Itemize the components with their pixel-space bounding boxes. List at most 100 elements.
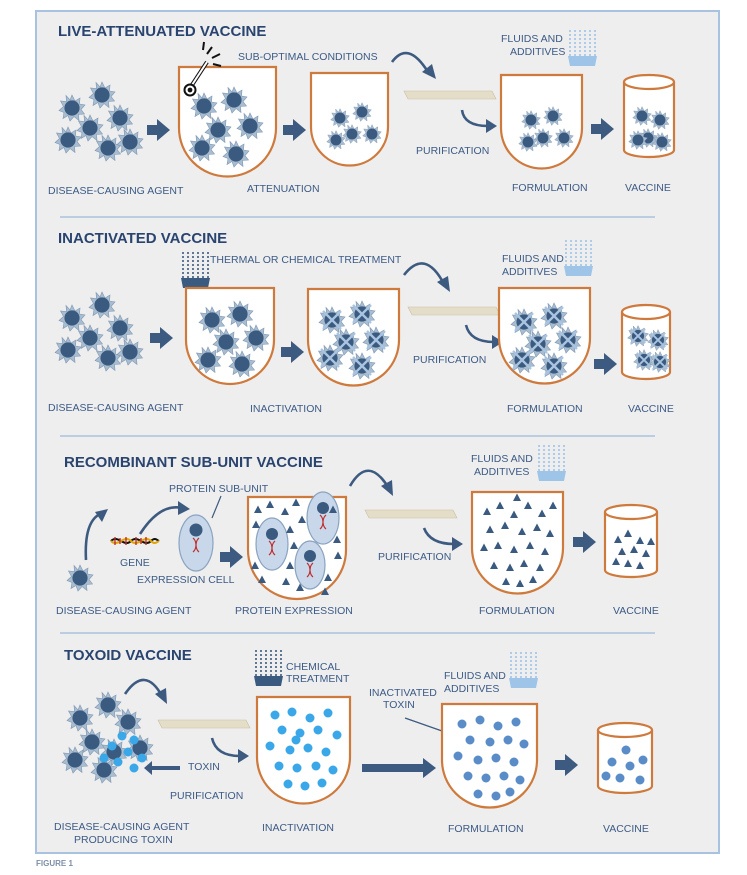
vaccine-vial [603,503,659,579]
curved-arrow-head [178,501,190,515]
label-purification: PURIFICATION [413,354,486,366]
label-protein-subunit: PROTEIN SUB-UNIT [169,483,269,495]
curved-arrow [422,527,455,546]
toxin-particles [265,707,342,791]
formulation-vessel [499,73,584,170]
curved-arrow [123,678,164,697]
vaccine-vial [622,73,676,159]
label-vaccine: VACCINE [625,182,671,194]
arrow-right [283,119,306,141]
section-title: INACTIVATED VACCINE [58,230,227,247]
purification-tray [364,509,458,519]
label-purification: PURIFICATION [378,551,451,563]
arrow-right [147,119,170,141]
expression-cell [178,514,214,572]
curved-arrow [84,512,101,561]
label-toxin-2: TOXIN [383,699,415,711]
label-vaccine: VACCINE [613,605,659,617]
formulation-vessel [440,702,539,809]
curved-arrow [464,324,495,344]
curved-arrow [390,51,430,73]
label-inactivation: INACTIVATION [262,822,334,834]
arrow-left [144,761,180,775]
curved-arrow-head [238,749,249,763]
label-disease-causing-agent: DISEASE-CAUSING AGENT [56,605,192,617]
inactivated-toxin-particles [453,715,529,801]
label-formulation: FORMULATION [479,605,555,617]
label-chemical: CHEMICAL [286,661,340,673]
curved-arrow-head [381,480,393,496]
curved-arrow [210,737,241,758]
section-title: TOXOID VACCINE [64,647,192,664]
label-fluids: FLUIDS AND [444,670,506,682]
label-fluids: FLUIDS AND [471,453,533,465]
thermometer-icon [183,41,222,97]
section-title: RECOMBINANT SUB-UNIT VACCINE [64,454,323,471]
label-fluids: FLUIDS AND [502,253,564,265]
arrow-right [555,754,578,776]
inactivation-vessel [255,695,352,805]
label-additives: ADDITIVES [502,266,557,278]
arrow-right [281,341,304,363]
label-sub-optimal-conditions: SUB-OPTIMAL CONDITIONS [238,51,378,63]
label-purification: PURIFICATION [170,790,243,802]
section-inactivated: INACTIVATED VACCINE THERMAL OR CHEMICAL … [48,230,674,415]
arrow-right [150,327,173,349]
curved-arrow-head [452,537,463,551]
pointer-line [211,495,222,519]
curved-arrow [402,262,446,285]
label-fluids: FLUIDS AND [501,33,563,45]
arrow-right [573,531,596,553]
label-vaccine: VACCINE [628,403,674,415]
label-additives: ADDITIVES [444,683,499,695]
dna-gene-icon [110,537,160,545]
label-thermal-chemical-treatment: THERMAL OR CHEMICAL TREATMENT [210,254,402,266]
agent-cluster-producing-toxin [61,691,154,784]
label-inactivated: INACTIVATED [369,687,437,699]
curved-arrow [348,469,390,488]
curved-arrow-head [155,688,167,704]
label-formulation: FORMULATION [512,182,588,194]
section-toxoid: TOXOID VACCINE PURIFICATION TOXIN CHEMIC… [54,647,654,846]
label-producing-toxin: PRODUCING TOXIN [74,834,173,846]
section-recombinant: RECOMBINANT SUB-UNIT VACCINE GENE PROTEI… [56,444,659,617]
arrow-right [594,353,617,375]
curved-arrow-head [437,276,450,292]
label-vaccine: VACCINE [603,823,649,835]
label-additives: ADDITIVES [474,466,529,478]
label-additives: ADDITIVES [510,46,565,58]
section-title: LIVE-ATTENUATED VACCINE [58,23,266,40]
curved-arrow-head [486,119,497,133]
label-protein-expression: PROTEIN EXPRESSION [235,605,353,617]
label-inactivation: INACTIVATION [250,403,322,415]
arrow-right-long [362,758,436,778]
curved-arrow-head [492,335,503,349]
label-expression-cell: EXPRESSION CELL [137,574,235,586]
arrow-right [220,546,243,568]
label-disease-causing-agent: DISEASE-CAUSING AGENT [48,402,184,414]
label-disease-causing-agent: DISEASE-CAUSING AGENT [54,821,190,833]
purification-tray [403,90,497,100]
arrow-right [591,118,614,140]
formulation-vessel [470,490,565,595]
figure-label: FIGURE 1 [36,859,73,868]
vaccine-vial [620,303,672,381]
attenuated-vessel [309,71,390,167]
expression-cells-in-vessel [255,491,340,590]
section-live-attenuated: LIVE-ATTENUATED VACCINE SUB-OPTIMAL COND… [48,23,676,197]
label-toxin: TOXIN [188,761,220,773]
purification-tray [157,719,251,729]
label-attenuation: ATTENUATION [247,183,320,195]
purification-tray [407,306,501,316]
label-gene: GENE [120,557,150,569]
label-disease-causing-agent: DISEASE-CAUSING AGENT [48,185,184,197]
label-formulation: FORMULATION [448,823,524,835]
label-formulation: FORMULATION [507,403,583,415]
curved-arrow-head [422,64,436,79]
label-treatment: TREATMENT [286,673,350,685]
curved-arrow [460,109,489,128]
curved-arrow-head [95,509,108,522]
vaccine-vial [596,721,654,795]
label-purification: PURIFICATION [416,145,489,157]
